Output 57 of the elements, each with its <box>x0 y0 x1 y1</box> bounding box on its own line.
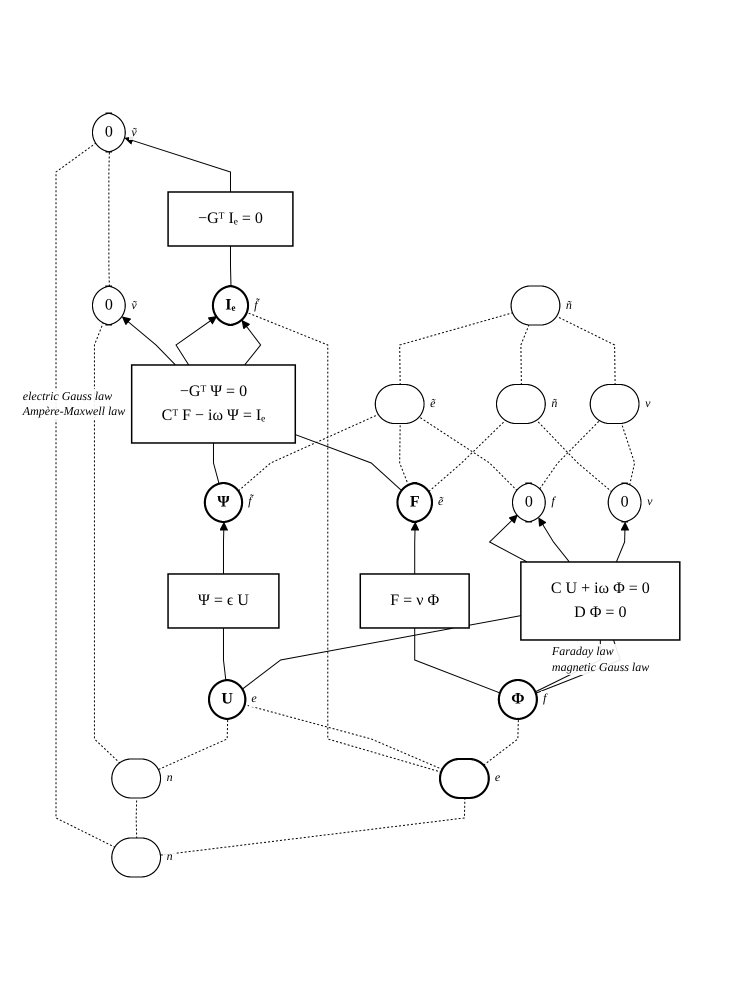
arrow <box>616 522 630 562</box>
space-label: f̃ <box>248 494 252 510</box>
connector <box>223 628 226 682</box>
connector <box>158 719 228 770</box>
connector <box>428 420 506 492</box>
space-label: n <box>166 770 173 786</box>
connector <box>621 423 636 486</box>
arrow <box>124 136 232 192</box>
space-label: ẽ <box>438 494 444 510</box>
space-label: e <box>251 691 257 708</box>
connector <box>399 424 410 486</box>
connector <box>414 628 502 694</box>
node-box <box>520 561 681 641</box>
connector <box>136 798 138 839</box>
connector <box>536 420 613 493</box>
connector <box>56 142 116 848</box>
law-name: Ampère-Maxwell law <box>22 404 126 420</box>
connector <box>520 324 530 386</box>
connector <box>94 322 121 764</box>
connector <box>244 704 444 770</box>
connector <box>294 434 403 492</box>
connector <box>230 246 232 287</box>
space-label: ṽ <box>131 124 137 140</box>
connector <box>213 442 220 485</box>
law-name: electric Gauss law <box>22 388 112 404</box>
connector <box>419 416 518 492</box>
connector <box>539 420 600 490</box>
connector <box>556 316 616 386</box>
node-box <box>360 573 470 629</box>
arrow <box>538 518 570 562</box>
space-label: v <box>647 494 652 510</box>
arrow <box>242 320 262 366</box>
arrow <box>410 522 420 574</box>
space-label: f <box>551 494 555 510</box>
space-label: ṽ <box>131 298 137 314</box>
arrow <box>122 316 176 366</box>
arrow <box>488 514 528 562</box>
space-label: ñ <box>551 396 558 412</box>
law-name: Faraday law <box>552 644 614 660</box>
node-box <box>167 573 280 629</box>
connector <box>108 152 110 287</box>
arrow <box>175 316 217 366</box>
connector <box>483 719 519 766</box>
node-box <box>131 364 296 444</box>
connector <box>160 798 466 856</box>
arrow <box>219 522 228 574</box>
space-label: e <box>494 770 500 786</box>
space-label: ñ <box>566 298 572 314</box>
connector <box>399 312 514 386</box>
space-label: ẽ <box>430 396 436 412</box>
node-box <box>167 191 294 247</box>
space-label: n <box>166 849 173 866</box>
connector <box>242 615 522 690</box>
law-name: magnetic Gauss law <box>552 660 650 676</box>
space-label: f <box>542 691 546 708</box>
space-label: f̃ <box>254 298 258 314</box>
space-label: v <box>645 396 650 412</box>
